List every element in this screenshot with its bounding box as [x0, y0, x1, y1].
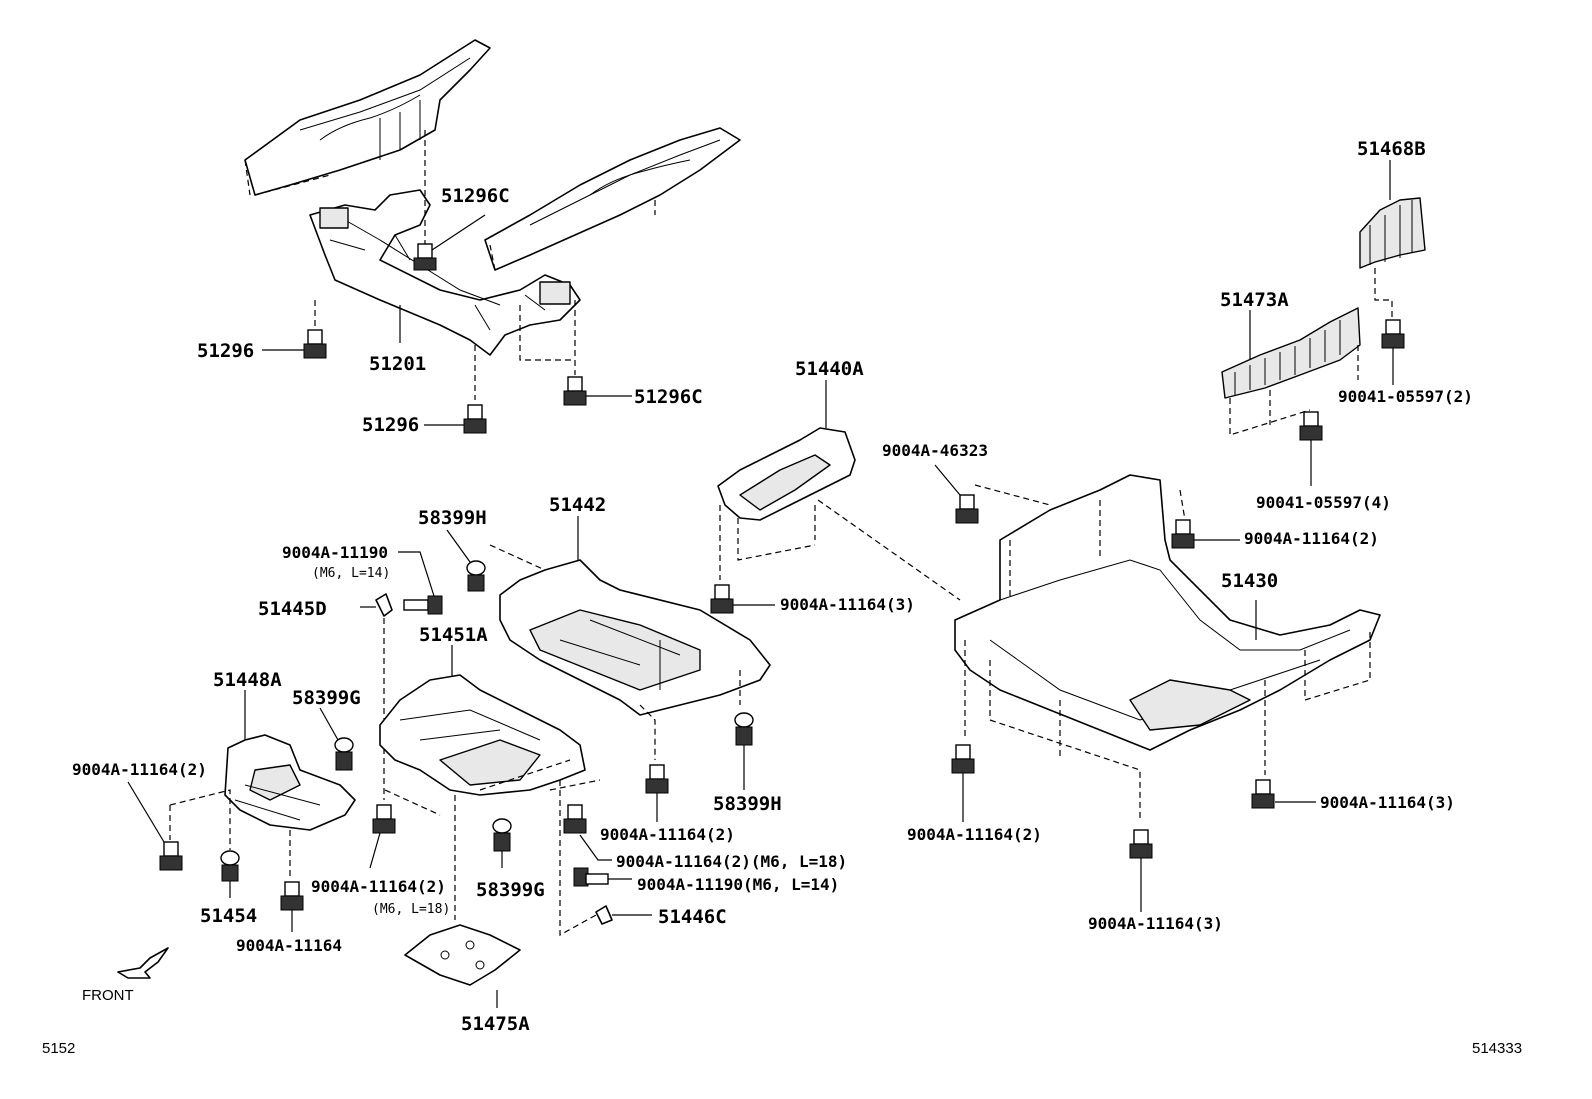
- part-51445D-bracket: [360, 593, 393, 800]
- label-51296C-bottom: 51296C: [634, 386, 703, 408]
- part-51451A-undercover: [379, 645, 606, 937]
- suspension-subframe: [309, 130, 581, 400]
- label-9004A-11164-2-left: 9004A-11164(2): [72, 760, 207, 779]
- label-51201: 51201: [369, 353, 426, 375]
- bolt-9004A-11190-bottom: [573, 867, 632, 887]
- label-9004A-11190-top-sub: (M6, L=14): [312, 566, 390, 581]
- bolt-9004A-11164-2-left: [127, 781, 183, 871]
- label-51451A: 51451A: [419, 624, 488, 646]
- label-9004A-11164-3-mid: 9004A-11164(3): [780, 595, 915, 614]
- label-9004A-11164-3-far: 9004A-11164(3): [1320, 793, 1455, 812]
- label-51430: 51430: [1221, 570, 1278, 592]
- leader-51296C-top: [431, 214, 486, 251]
- label-58399G-bottom: 58399G: [476, 879, 545, 901]
- bolt-9004A-46323: [934, 464, 1051, 524]
- clip-51446C: [595, 905, 652, 925]
- label-90041-05597-4: 90041-05597(4): [1256, 493, 1391, 512]
- bolt-9004A-11164-3-far: [1251, 779, 1316, 809]
- label-9004A-11164-2-right: 9004A-11164(2): [1244, 529, 1379, 548]
- label-9004A-11164-2-center: 9004A-11164(2): [600, 825, 735, 844]
- label-51296-left: 51296: [197, 340, 254, 362]
- part-51440A-cover: [717, 380, 961, 601]
- front-frame-rail-left: [244, 39, 491, 196]
- front-label: FRONT: [82, 987, 134, 1004]
- label-9004A-11164-2-lower-sub: (M6, L=18): [372, 902, 450, 917]
- clip-51454: [220, 850, 240, 898]
- label-9004A-11164-2-rightlow: 9004A-11164(2): [907, 825, 1042, 844]
- bolt-90041-05597-2: [1381, 319, 1405, 385]
- part-51448A-cover: [169, 690, 356, 880]
- label-51296C-top: 51296C: [441, 185, 510, 207]
- label-58399G-top: 58399G: [292, 687, 361, 709]
- front-frame-rail-right: [484, 127, 741, 271]
- label-58399H-top: 58399H: [418, 507, 487, 529]
- label-51442: 51442: [549, 494, 606, 516]
- label-9004A-11164-2-lower: 9004A-11164(2): [311, 877, 446, 896]
- label-9004A-11164-2-m6: 9004A-11164(2)(M6, L=18): [616, 852, 847, 871]
- clip-58399H-bottom: [734, 712, 754, 790]
- footer-right-code: 514333: [1472, 1040, 1522, 1057]
- clip-58399G-bottom: [492, 818, 512, 868]
- label-58399H-bottom: 58399H: [713, 793, 782, 815]
- bolt-9004A-11190-top: [398, 551, 443, 615]
- bolt-90041-05597-4: [1299, 411, 1323, 486]
- label-51296-bottom: 51296: [362, 414, 419, 436]
- bolt-9004A-11164-2-lower: [369, 804, 396, 869]
- bolt-51296-left: [303, 329, 327, 359]
- bolt-51296C-top: [413, 243, 437, 271]
- bolt-51296C-bottom: [563, 376, 587, 406]
- clip-58399G-top: [319, 707, 354, 771]
- label-51448A: 51448A: [213, 669, 282, 691]
- label-51454: 51454: [200, 905, 257, 927]
- label-90041-05597-2: 90041-05597(2): [1338, 387, 1473, 406]
- part-51430-undercover: [954, 474, 1381, 820]
- label-9004A-11164-3-rightbottom: 9004A-11164(3): [1088, 914, 1223, 933]
- bolt-9004A-11164-3-rightbottom: [1129, 829, 1153, 912]
- label-51440A: 51440A: [795, 358, 864, 380]
- part-51468B-bracket: [1359, 160, 1426, 320]
- label-51445D: 51445D: [258, 598, 327, 620]
- bolt-9004A-11164-3-mid: [710, 584, 775, 614]
- label-9004A-11190-top: 9004A-11190: [282, 543, 388, 562]
- footer-left-code: 5152: [42, 1040, 75, 1057]
- part-51442-undercover: [489, 516, 771, 760]
- label-51446C: 51446C: [658, 906, 727, 928]
- part-51475A-plate: [404, 924, 521, 1008]
- label-9004A-46323: 9004A-46323: [882, 441, 988, 460]
- bolt-9004A-11164: [280, 881, 304, 932]
- front-arrow-icon: [117, 947, 169, 979]
- part-51473A-shield: [1221, 307, 1361, 436]
- clip-58399H-top: [446, 529, 486, 592]
- label-9004A-11164: 9004A-11164: [236, 936, 342, 955]
- label-51475A: 51475A: [461, 1013, 530, 1035]
- bolt-9004A-11164-2-center: [645, 764, 669, 822]
- bolt-51296-bottom: [463, 404, 487, 434]
- bolt-9004A-11164-2-m6: [563, 804, 612, 861]
- label-51473A: 51473A: [1220, 289, 1289, 311]
- bolt-9004A-11164-2-right: [1171, 519, 1240, 549]
- bolt-9004A-11164-2-rightlow: [951, 744, 975, 822]
- label-9004A-11190-bottom: 9004A-11190(M6, L=14): [637, 875, 839, 894]
- label-51468B: 51468B: [1357, 138, 1426, 160]
